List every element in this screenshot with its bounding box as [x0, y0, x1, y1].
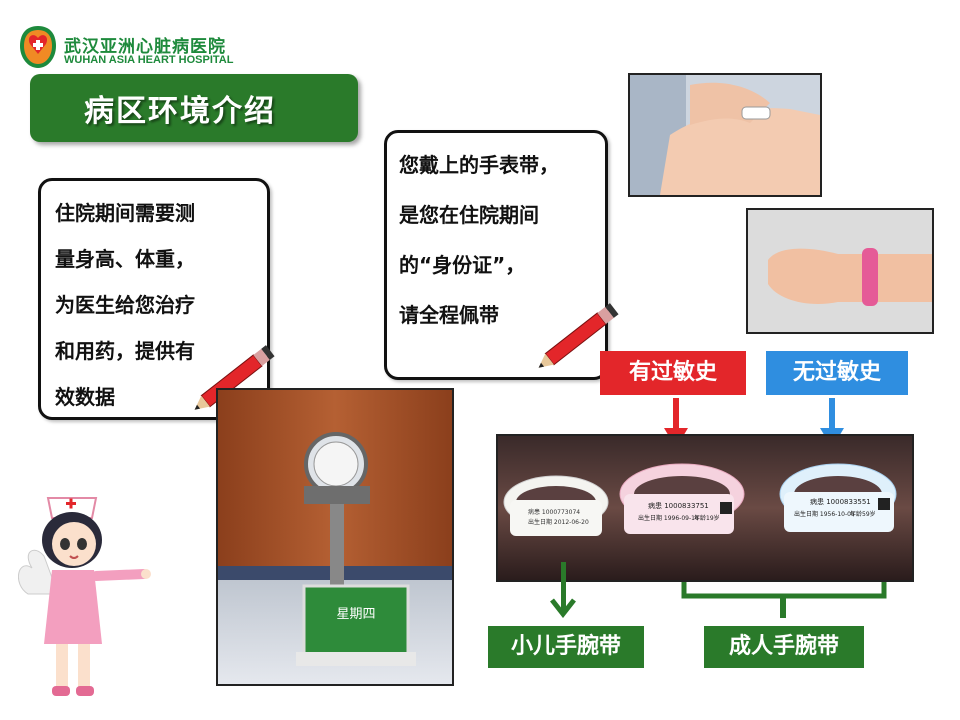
speech-bubble-measure: 住院期间需要测 量身高、体重， 为医生给您治疗 和用药，提供有 效数据 — [38, 178, 270, 420]
blue-band-dob: 出生日期 1956-10-05 — [794, 510, 855, 518]
hospital-name-en: WUHAN ASIA HEART HOSPITAL — [64, 54, 234, 66]
nurse-illustration — [18, 497, 151, 696]
wristband-fitting-photo — [628, 73, 822, 197]
bubble-line: 请全程佩带 — [399, 303, 499, 327]
arrow-down-green-icon — [550, 562, 576, 618]
allergy-label: 有过敏史 — [600, 351, 746, 395]
pink-band-dob: 出生日期 1996-09-16 — [638, 514, 699, 522]
pink-band-name: 病患 1000833751 — [648, 501, 709, 510]
adult-wristband-label: 成人手腕带 — [704, 626, 864, 668]
bubble-line: 效数据 — [55, 385, 115, 409]
wristbands-photo: 病患 1000773074 出生日期 2012-06-20 病患 1000833… — [496, 434, 914, 582]
child-band-dob: 出生日期 2012-06-20 — [528, 518, 589, 526]
child-band-name: 病患 1000773074 — [528, 508, 580, 516]
no-allergy-label: 无过敏史 — [766, 351, 908, 395]
hospital-name-cn: 武汉亚洲心脏病医院 — [64, 37, 226, 57]
bubble-line: 住院期间需要测 — [55, 201, 195, 225]
pink-band-age: 年龄19岁 — [694, 514, 720, 522]
blue-band-age: 年龄59岁 — [850, 510, 876, 518]
blue-band-name: 病患 1000833551 — [810, 497, 871, 506]
bubble-line: 您戴上的手表带， — [399, 153, 559, 177]
bubble-line: 量身高、体重， — [55, 247, 195, 271]
child-wristband-label: 小儿手腕带 — [488, 626, 644, 668]
adult-bracket — [681, 582, 887, 618]
height-weight-scale-photo: 星期四 — [216, 388, 454, 686]
pencil-icon — [538, 303, 619, 368]
scale-label: 星期四 — [336, 607, 375, 622]
bubble-line: 的“身份证”， — [399, 253, 526, 277]
hospital-logo — [20, 26, 56, 68]
bubble-line: 为医生给您治疗 — [55, 293, 195, 317]
title-banner — [30, 74, 358, 142]
pink-wristband-wrist-photo — [746, 208, 934, 334]
bubble-line: 是您在住院期间 — [399, 203, 539, 227]
page-title: 病区环境介绍 — [84, 94, 276, 129]
bubble-line: 和用药，提供有 — [55, 339, 195, 363]
